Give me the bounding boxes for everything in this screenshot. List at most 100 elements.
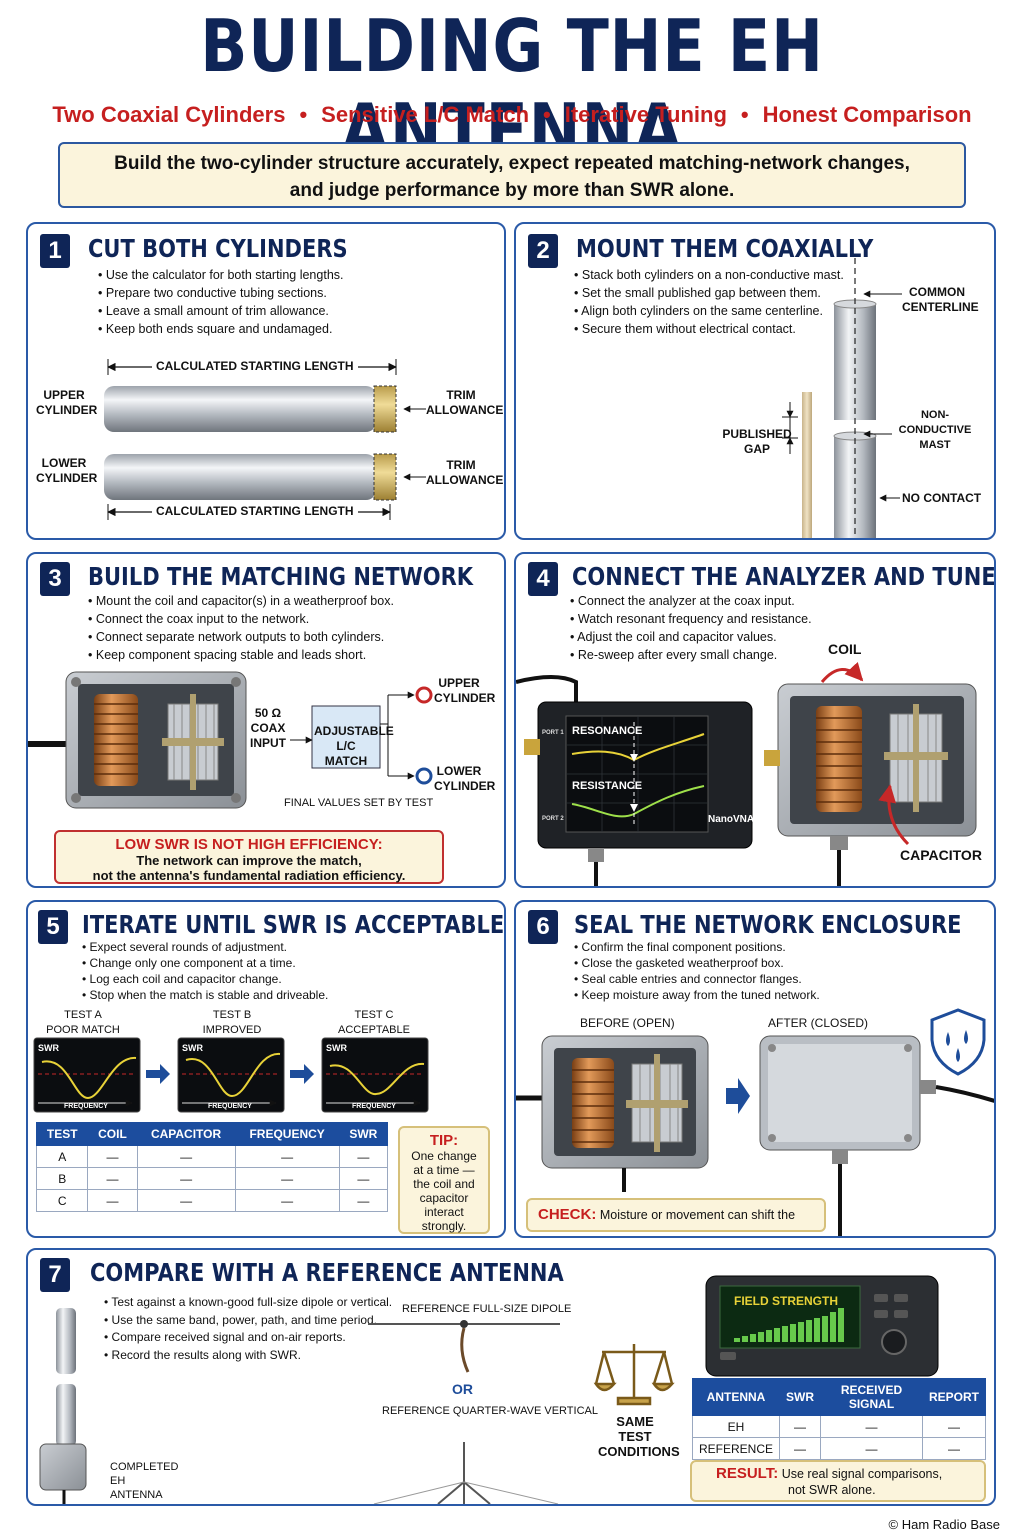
length-label: CALCULATED STARTING LENGTH xyxy=(152,504,358,519)
comparison-table: ANTENNA SWR RECEIVED SIGNAL REPORT EH———… xyxy=(691,1378,987,1460)
analyzer-diagram xyxy=(516,661,977,886)
screen-swr-label: SWR xyxy=(38,1043,59,1053)
lower-cylinder-label: LOWER CYLINDER xyxy=(434,764,496,793)
table-header: CAPACITOR xyxy=(136,1122,236,1146)
resistance-label: RESISTANCE xyxy=(572,780,643,792)
table-cell: — xyxy=(234,1189,340,1212)
bullet-item: Stack both cylinders on a non-conductive… xyxy=(574,266,844,284)
bullet-item: Close the gasketed weatherproof box. xyxy=(574,955,820,971)
result-line: Use real signal comparisons, xyxy=(781,1467,943,1481)
matching-network-diagram xyxy=(28,671,433,809)
device-name: NanoVNA xyxy=(708,814,755,825)
subtitle-item: Two Coaxial Cylinders xyxy=(52,102,286,127)
resonance-label: RESONANCE xyxy=(572,725,643,737)
table-row: B———— xyxy=(35,1167,389,1190)
upper-cylinder-label: UPPER CYLINDER xyxy=(36,388,98,417)
step-number: 6 xyxy=(528,910,558,944)
port-label: PORT 2 xyxy=(542,816,564,822)
final-values-label: FINAL VALUES SET BY TEST xyxy=(284,797,434,809)
table-cell: — xyxy=(779,1415,822,1438)
enclosure-diagram xyxy=(516,1008,994,1236)
table-header: RECEIVED SIGNAL xyxy=(820,1378,923,1416)
or-label: OR xyxy=(452,1381,473,1397)
coil-label: COIL xyxy=(828,641,862,657)
bullet-item: Keep both ends square and undamaged. xyxy=(98,320,344,338)
result-note: RESULT: Use real signal comparisons, not… xyxy=(690,1460,986,1502)
coaxial-mount-diagram xyxy=(782,258,902,538)
result-line: not SWR alone. xyxy=(788,1483,876,1497)
before-label: BEFORE (OPEN) xyxy=(580,1016,675,1030)
table-cell: — xyxy=(820,1437,923,1460)
bullet-item: Use the calculator for both starting len… xyxy=(98,266,344,284)
table-cell: REFERENCE xyxy=(691,1437,781,1460)
after-label: AFTER (CLOSED) xyxy=(768,1016,869,1030)
subtitle-item: Sensitive L/C Match xyxy=(321,102,530,127)
field-strength-label: FIELD STRENGTH xyxy=(734,1294,838,1308)
bullet-item: Set the small published gap between them… xyxy=(574,284,844,302)
step-bullets: Test against a known-good full-size dipo… xyxy=(104,1294,392,1364)
table-cell: — xyxy=(338,1167,389,1190)
bullet-item: Seal cable entries and connector flanges… xyxy=(574,971,820,987)
table-header: SWR xyxy=(779,1378,822,1416)
check-text: Moisture or movement can shift the match… xyxy=(599,1208,796,1222)
table-cell: EH xyxy=(691,1415,781,1438)
step-3-panel: 3 BUILD THE MATCHING NETWORK Mount the c… xyxy=(26,552,506,888)
subtitle-item: Honest Comparison xyxy=(762,102,972,127)
warning-title: LOW SWR IS NOT HIGH EFFICIENCY: xyxy=(115,836,383,853)
table-row: C———— xyxy=(35,1189,389,1212)
no-contact-label: NO CONTACT xyxy=(902,491,982,505)
bullet-item: Keep component spacing stable and leads … xyxy=(88,646,394,664)
table-header: TEST xyxy=(35,1122,89,1146)
table-cell: — xyxy=(779,1437,822,1460)
table-cell: — xyxy=(136,1167,236,1190)
subtitle: Two Coaxial Cylinders • Sensitive L/C Matc… xyxy=(0,102,1024,128)
step-number: 2 xyxy=(528,234,558,268)
step-bullets: Use the calculator for both starting len… xyxy=(98,266,344,338)
lc-match-label: ADJUSTABLE L/C MATCH xyxy=(314,724,394,768)
bullet-item: Leave a small amount of trim allowance. xyxy=(98,302,344,320)
upper-cylinder-label: UPPER CYLINDER xyxy=(434,676,496,705)
warning-line: The network can improve the match, xyxy=(136,853,362,868)
warning-line: not the antenna's fundamental radiation … xyxy=(92,868,406,883)
bullet-item: Secure them without electrical contact. xyxy=(574,320,844,338)
test-label: TEST A POOR MATCH xyxy=(46,1008,120,1038)
tip-box: TIP: One change at a time — the coil and… xyxy=(398,1126,490,1234)
summary-line: and judge performance by more than SWR a… xyxy=(289,180,735,201)
tip-title: TIP: xyxy=(429,1132,459,1149)
same-conditions-label: SAME TEST CONDITIONS xyxy=(598,1414,680,1459)
bullet-item: Connect the analyzer at the coax input. xyxy=(570,592,812,610)
bullet-item: Re-sweep after every small change. xyxy=(570,646,812,664)
table-cell: — xyxy=(87,1145,138,1168)
bullet-item: Adjust the coil and capacitor values. xyxy=(570,628,812,646)
bullet-item: Connect the coax input to the network. xyxy=(88,610,394,628)
step-title: CUT BOTH CYLINDERS xyxy=(88,234,348,263)
table-cell: — xyxy=(234,1167,340,1190)
bullet-item: Change only one component at a time. xyxy=(82,955,328,971)
trim-allowance-label: TRIM ALLOWANCE xyxy=(426,388,504,417)
step-number: 3 xyxy=(40,562,70,596)
bullet-item: Mount the coil and capacitor(s) in a wea… xyxy=(88,592,394,610)
bullet-dot-icon: • xyxy=(740,102,749,127)
step-number: 1 xyxy=(40,234,70,268)
table-row: REFERENCE——— xyxy=(691,1437,987,1460)
bullet-dot-icon: • xyxy=(543,102,551,127)
capacitor-label: CAPACITOR xyxy=(900,847,982,863)
lower-cylinder-label: LOWER CYLINDER xyxy=(36,456,98,485)
test-name: TEST A xyxy=(64,1009,102,1021)
bullet-item: Log each coil and capacitor change. xyxy=(82,971,328,987)
bullet-item: Confirm the final component positions. xyxy=(574,939,820,955)
screen-frequency-label: FREQUENCY xyxy=(208,1103,252,1110)
table-cell: — xyxy=(921,1415,987,1438)
table-header: FREQUENCY xyxy=(234,1122,340,1146)
table-cell: B xyxy=(35,1167,89,1190)
step-5-panel: 5 ITERATE UNTIL SWR IS ACCEPTABLE Expect… xyxy=(26,900,506,1238)
table-cell: — xyxy=(338,1189,389,1212)
tip-line: at a time — xyxy=(413,1163,475,1177)
test-state: POOR MATCH xyxy=(46,1024,120,1036)
bullet-item: Align both cylinders on the same centerl… xyxy=(574,302,844,320)
gap-label: PUBLISHED GAP xyxy=(722,427,792,456)
step-title: SEAL THE NETWORK ENCLOSURE xyxy=(574,910,962,939)
bullet-item: Keep moisture away from the tuned networ… xyxy=(574,987,820,1003)
check-title: CHECK: xyxy=(538,1206,597,1223)
